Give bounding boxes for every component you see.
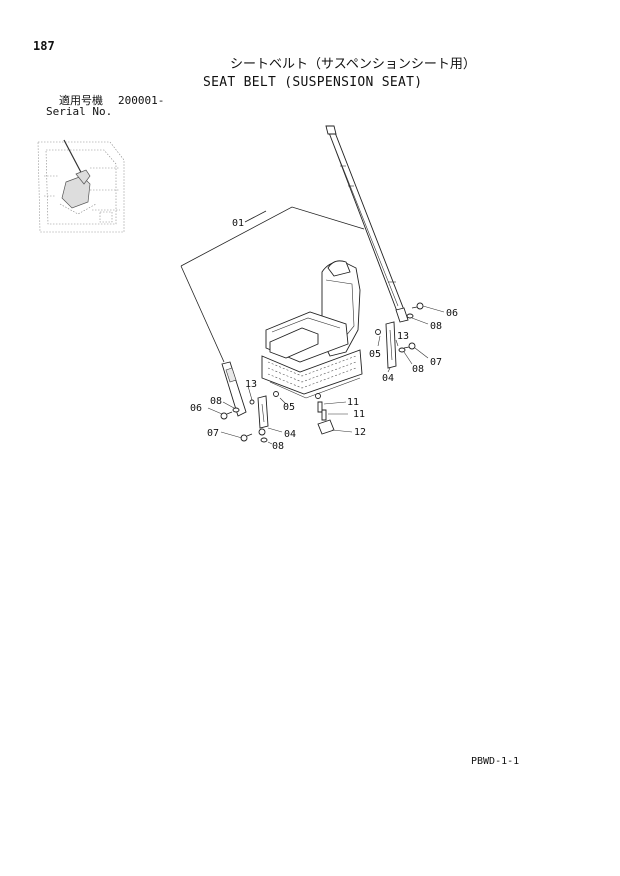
callout-07-right: 07: [430, 357, 442, 368]
callout-11-lower: 11: [353, 409, 365, 420]
callout-labels: 01 13 08 06 05 07 04 08 11 11 12 06 08 1…: [190, 218, 458, 452]
callout-05-left: 05: [283, 402, 295, 413]
footer-code: PBWD-1-1: [471, 756, 520, 767]
belt-strap-outline: [180, 206, 365, 363]
left-buckle-assembly: [221, 361, 269, 436]
callout-08-left-upper: 08: [210, 396, 222, 407]
callout-04-right: 04: [382, 373, 394, 384]
title-english: SEAT BELT (SUSPENSION SEAT): [203, 75, 423, 90]
serial-label-english: Serial No.: [46, 105, 113, 118]
title-japanese: シートベルト（サスペンションシート用）: [230, 57, 476, 72]
callout-05-right: 05: [369, 349, 381, 360]
callout-01: 01: [232, 218, 244, 229]
fasteners: [220, 302, 424, 443]
callout-06-left: 06: [190, 403, 202, 414]
callout-07-left: 07: [207, 428, 219, 439]
right-buckle-assembly: [385, 307, 409, 369]
callout-12: 12: [354, 427, 366, 438]
callout-08-right-lower: 08: [412, 364, 424, 375]
callout-08-left-lower: 08: [272, 441, 284, 452]
seat-assembly: [261, 260, 363, 399]
serial-range: 200001-: [118, 94, 165, 107]
page-number: 187: [33, 39, 55, 53]
location-thumbnail: [37, 139, 125, 233]
callout-08-right-upper: 08: [430, 321, 442, 332]
serial-label-japanese: 適用号機: [59, 94, 103, 107]
callout-13-right: 13: [397, 331, 409, 342]
leader-lines: [207, 305, 445, 445]
callout-06-right: 06: [446, 308, 458, 319]
callout-11-upper: 11: [347, 397, 359, 408]
callout-13-left: 13: [245, 379, 257, 390]
callout-04-left: 04: [284, 429, 296, 440]
